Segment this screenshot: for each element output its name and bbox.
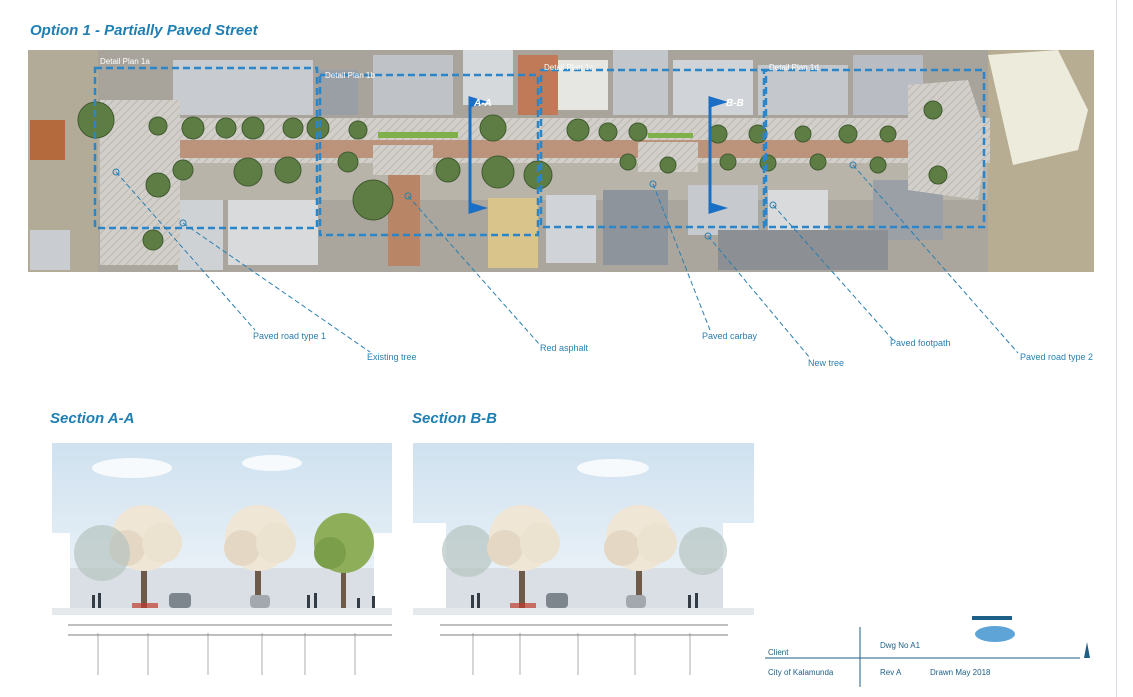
car-park [718, 230, 888, 270]
building [30, 120, 65, 160]
building [178, 200, 223, 270]
section-marker-a: A-A [473, 98, 492, 109]
callout-red-asphalt: Red asphalt [540, 343, 589, 353]
detail-box-1a [93, 66, 319, 230]
title-block [765, 616, 1090, 687]
section-b-illustration [413, 443, 754, 615]
page-title: Option 1 - Partially Paved Street [30, 22, 258, 39]
callout-existing-tree: Existing tree [367, 352, 417, 362]
car [546, 593, 568, 608]
building [546, 195, 596, 263]
blossom-tree [487, 505, 560, 608]
paved-plaza [373, 145, 433, 175]
blossom-tree [604, 505, 677, 608]
section-b-title: Section B-B [412, 410, 498, 427]
drawing-number: Dwg No A1 [880, 641, 921, 650]
green-strip [378, 132, 458, 138]
callout-paved-footpath: Paved footpath [890, 338, 951, 348]
callout-paved-road-type-2: Paved road type 2 [1020, 352, 1094, 362]
car [169, 593, 191, 608]
green-strip [648, 133, 693, 138]
drawn-date: Drawn May 2018 [930, 668, 991, 677]
building [228, 200, 318, 265]
north-arrow-icon [1084, 642, 1090, 658]
section-dimension-lines [68, 624, 728, 675]
building [988, 50, 1088, 165]
building [318, 70, 358, 115]
building [613, 50, 668, 115]
building [30, 230, 70, 270]
building [758, 65, 848, 115]
blossom-tree [224, 505, 296, 608]
building [463, 50, 513, 105]
section-a-illustration [52, 443, 392, 615]
detail-box-1c [539, 68, 766, 229]
detail-label-1a: Detail Plan 1a [100, 57, 150, 66]
callout-paved-road-type-1: Paved road type 1 [253, 331, 327, 341]
building [373, 55, 453, 115]
callout-new-tree: New tree [808, 358, 845, 368]
car [626, 595, 646, 608]
detail-label-1b: Detail Plan 1b [325, 71, 375, 80]
red-asphalt [178, 140, 948, 158]
section-marker-b: B-B [726, 98, 744, 109]
building [558, 60, 608, 110]
client-label: Client [768, 648, 789, 657]
building [488, 198, 538, 268]
building [388, 168, 420, 266]
page-edge-line [1116, 0, 1117, 697]
detail-label-1d: Detail Plan 1d [769, 63, 819, 72]
callout-paved-carbay: Paved carbay [702, 331, 758, 341]
street-plan-aerial: Detail Plan 1a Detail Plan 1b Detail Pla… [28, 50, 1094, 272]
company-logo [972, 616, 1015, 642]
revision: Rev A [880, 668, 902, 677]
section-a-title: Section A-A [50, 410, 135, 427]
client-name: City of Kalamunda [768, 668, 834, 677]
car [250, 595, 270, 608]
green-tree [314, 513, 374, 608]
detail-label-1c: Detail Plan 1c [544, 63, 593, 72]
